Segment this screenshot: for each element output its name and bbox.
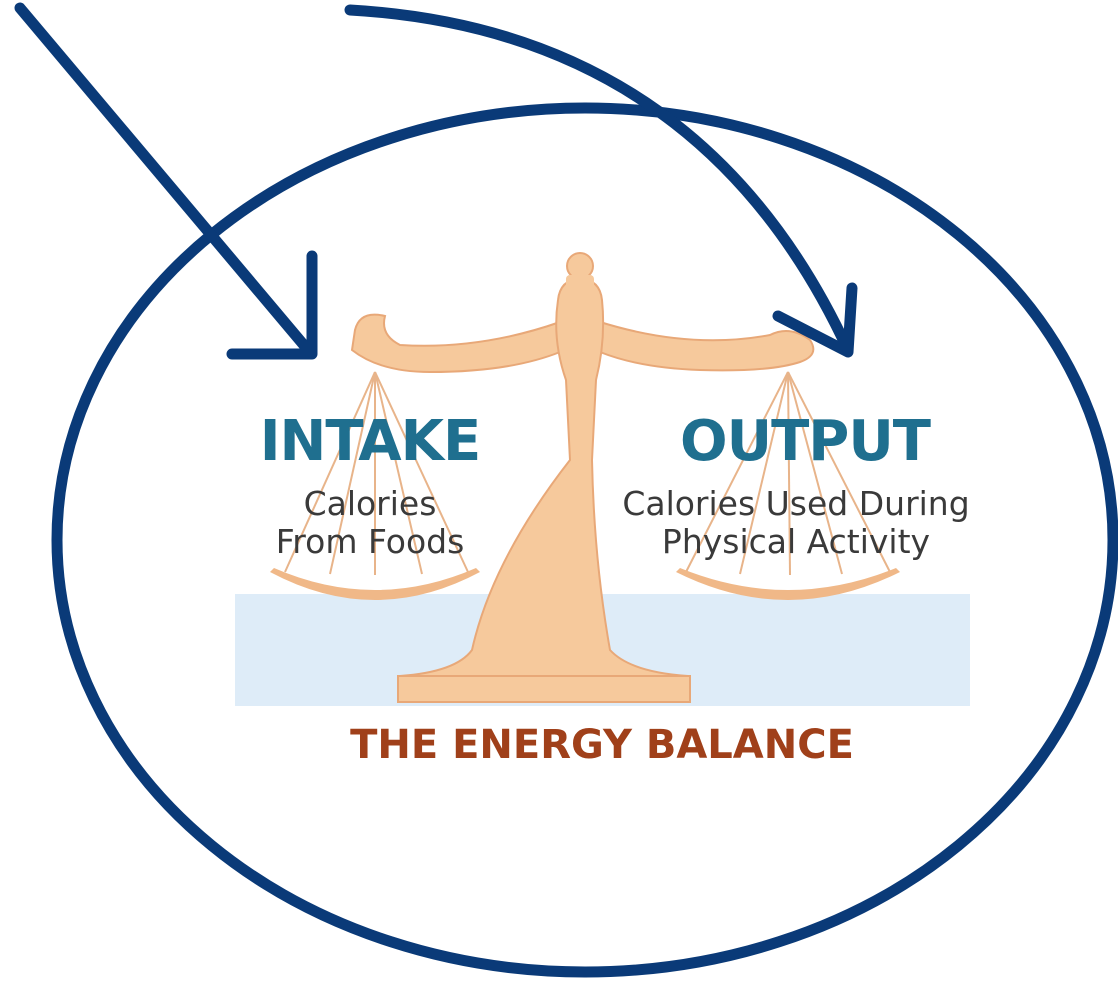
right-arrow-icon — [344, 4, 858, 358]
intake-line-1: Calories — [303, 484, 437, 523]
diagram-title: THE ENERGY BALANCE — [350, 722, 854, 768]
intake-line-2: From Foods — [275, 522, 465, 561]
left-arrow-icon — [14, 2, 318, 360]
annotation-layer — [14, 2, 1118, 978]
output-line-1: Calories Used During — [622, 484, 970, 523]
output-line-2: Physical Activity — [661, 522, 931, 561]
balance-scale-icon — [270, 252, 900, 703]
circle-annotation — [51, 102, 1118, 978]
output-heading: OUTPUT — [680, 409, 931, 474]
intake-heading: INTAKE — [259, 409, 482, 474]
